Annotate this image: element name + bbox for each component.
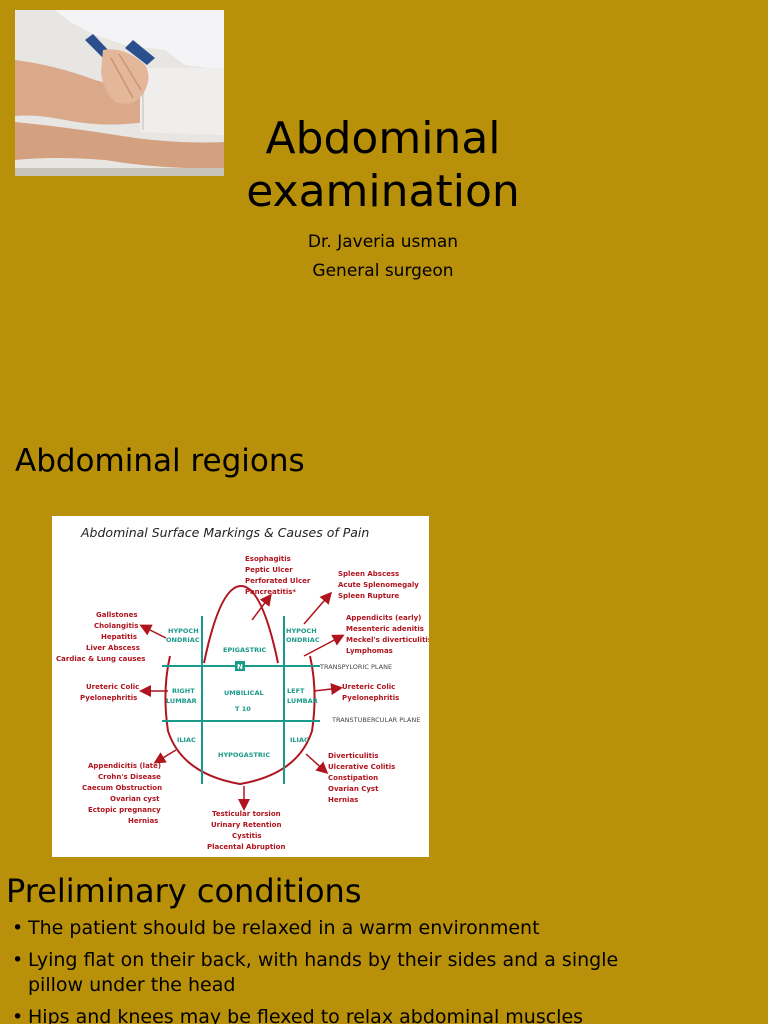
arrow-right-iliac xyxy=(153,749,177,764)
cause-umbilical-right-4: Lymphomas xyxy=(346,647,393,655)
cause-right-upper-3: Hepatitis xyxy=(101,633,137,641)
arrow-left-lumbar xyxy=(313,683,343,695)
cause-left-upper-3: Spleen Rupture xyxy=(338,592,400,600)
cause-epigastric-4: Pancreatitis* xyxy=(245,588,296,596)
n-marker: N xyxy=(237,663,243,671)
arrow-left-upper xyxy=(303,591,332,625)
region-left-lumbar-1: LEFT xyxy=(287,687,305,695)
cause-right-lumbar-1: Ureteric Colic xyxy=(86,683,139,691)
region-right-hypochondriac-2: ONDRIAC xyxy=(166,636,200,644)
regions-heading: Abdominal regions xyxy=(15,443,305,479)
region-left-iliac: ILIAC xyxy=(290,736,309,744)
cause-epigastric-2: Peptic Ulcer xyxy=(245,566,293,574)
cause-left-iliac-5: Hernias xyxy=(328,796,358,804)
cause-umbilical-right-1: Appendicits (early) xyxy=(346,614,421,622)
abdominal-regions-diagram: Abdominal Surface Markings & Causes of P… xyxy=(52,516,429,857)
diagram-title: Abdominal Surface Markings & Causes of P… xyxy=(80,525,369,540)
cause-left-iliac-4: Ovarian Cyst xyxy=(328,785,379,793)
cause-hypogastric-4: Placental Abruption xyxy=(207,843,285,851)
cause-epigastric-1: Esophagitis xyxy=(245,555,291,563)
cause-right-iliac-4: Ovarian cyst xyxy=(110,795,160,803)
region-left-lumbar-2: LUMBAR xyxy=(287,697,318,705)
cause-right-iliac-2: Crohn's Disease xyxy=(98,773,161,781)
presentation-title: Abdominal examination xyxy=(210,112,556,218)
transtubercular-plane-label: TRANSTUBERCULAR PLANE xyxy=(331,716,420,724)
cause-left-lumbar-2: Pyelonephritis xyxy=(342,694,399,702)
cause-left-iliac-1: Diverticulitis xyxy=(328,752,379,760)
list-item: Hips and knees may be flexed to relax ab… xyxy=(12,1005,652,1024)
region-left-hypochondriac-2: ONDRIAC xyxy=(286,636,320,644)
cause-right-upper-5: Cardiac & Lung causes xyxy=(56,655,145,663)
cause-left-upper-2: Acute Splenomegaly xyxy=(338,581,419,589)
arrow-epigastric xyxy=(251,593,272,621)
cause-right-upper-1: Gallstones xyxy=(96,611,138,619)
cause-right-iliac-6: Hernias xyxy=(128,817,158,825)
region-right-iliac: ILIAC xyxy=(177,736,196,744)
abdomen-outline xyxy=(164,655,316,786)
cause-right-iliac-1: Appendicitis (late) xyxy=(88,762,161,770)
presenter-name: Dr. Javeria usman xyxy=(307,232,459,252)
cause-hypogastric-2: Urinary Retention xyxy=(211,821,281,829)
cause-right-lumbar-2: Pyelonephritis xyxy=(80,694,137,702)
cause-left-upper-1: Spleen Abscess xyxy=(338,570,399,578)
region-t10: T 10 xyxy=(235,705,251,713)
cause-umbilical-right-3: Meckel's diverticulitis xyxy=(346,636,429,644)
presenter-role: General surgeon xyxy=(312,261,454,281)
cause-left-iliac-2: Ulcerative Colitis xyxy=(328,763,395,771)
cause-epigastric-3: Perforated Ulcer xyxy=(245,577,311,585)
region-right-hypochondriac-1: HYPOCH xyxy=(168,627,199,635)
rib-margin xyxy=(203,584,279,664)
cause-left-lumbar-1: Ureteric Colic xyxy=(342,683,395,691)
n-marker-box xyxy=(235,661,245,671)
arrow-umbilical-right xyxy=(303,634,345,657)
region-epigastric: EPIGASTRIC xyxy=(223,646,267,654)
presenter-info: Dr. Javeria usman General surgeon xyxy=(210,228,556,286)
cause-right-iliac-3: Caecum Obstruction xyxy=(82,784,162,792)
cause-left-iliac-3: Constipation xyxy=(328,774,378,782)
list-item: Lying flat on their back, with hands by … xyxy=(12,948,652,998)
preliminary-conditions-heading: Preliminary conditions xyxy=(6,872,362,910)
cause-hypogastric-3: Cystitis xyxy=(232,832,262,840)
abdominal-palpation-photo xyxy=(15,10,224,176)
region-grid xyxy=(162,616,320,784)
photo-illustration xyxy=(15,10,224,176)
abdominal-diagram-svg: Abdominal Surface Markings & Causes of P… xyxy=(56,525,429,851)
cause-right-upper-4: Liver Abscess xyxy=(86,644,140,652)
region-right-lumbar-1: RIGHT xyxy=(172,687,195,695)
transpyloric-plane-label: TRANSPYLORIC PLANE xyxy=(319,663,392,671)
region-left-hypochondriac-1: HYPOCH xyxy=(286,627,317,635)
list-item: The patient should be relaxed in a warm … xyxy=(12,916,652,941)
presentation-title-text: Abdominal examination xyxy=(246,113,520,217)
region-umbilical: UMBILICAL xyxy=(224,689,264,697)
cause-hypogastric-1: Testicular torsion xyxy=(212,810,281,818)
cause-right-iliac-5: Ectopic pregnancy xyxy=(88,806,161,814)
region-hypogastric: HYPOGASTRIC xyxy=(218,751,270,759)
preliminary-conditions-list: The patient should be relaxed in a warm … xyxy=(12,916,652,1024)
arrow-left-iliac xyxy=(305,753,329,775)
cause-right-upper-2: Cholangitis xyxy=(94,622,138,630)
arrow-right-upper xyxy=(139,624,167,639)
region-right-lumbar-2: LUMBAR xyxy=(166,697,197,705)
cause-umbilical-right-2: Mesenteric adenitis xyxy=(346,625,424,633)
